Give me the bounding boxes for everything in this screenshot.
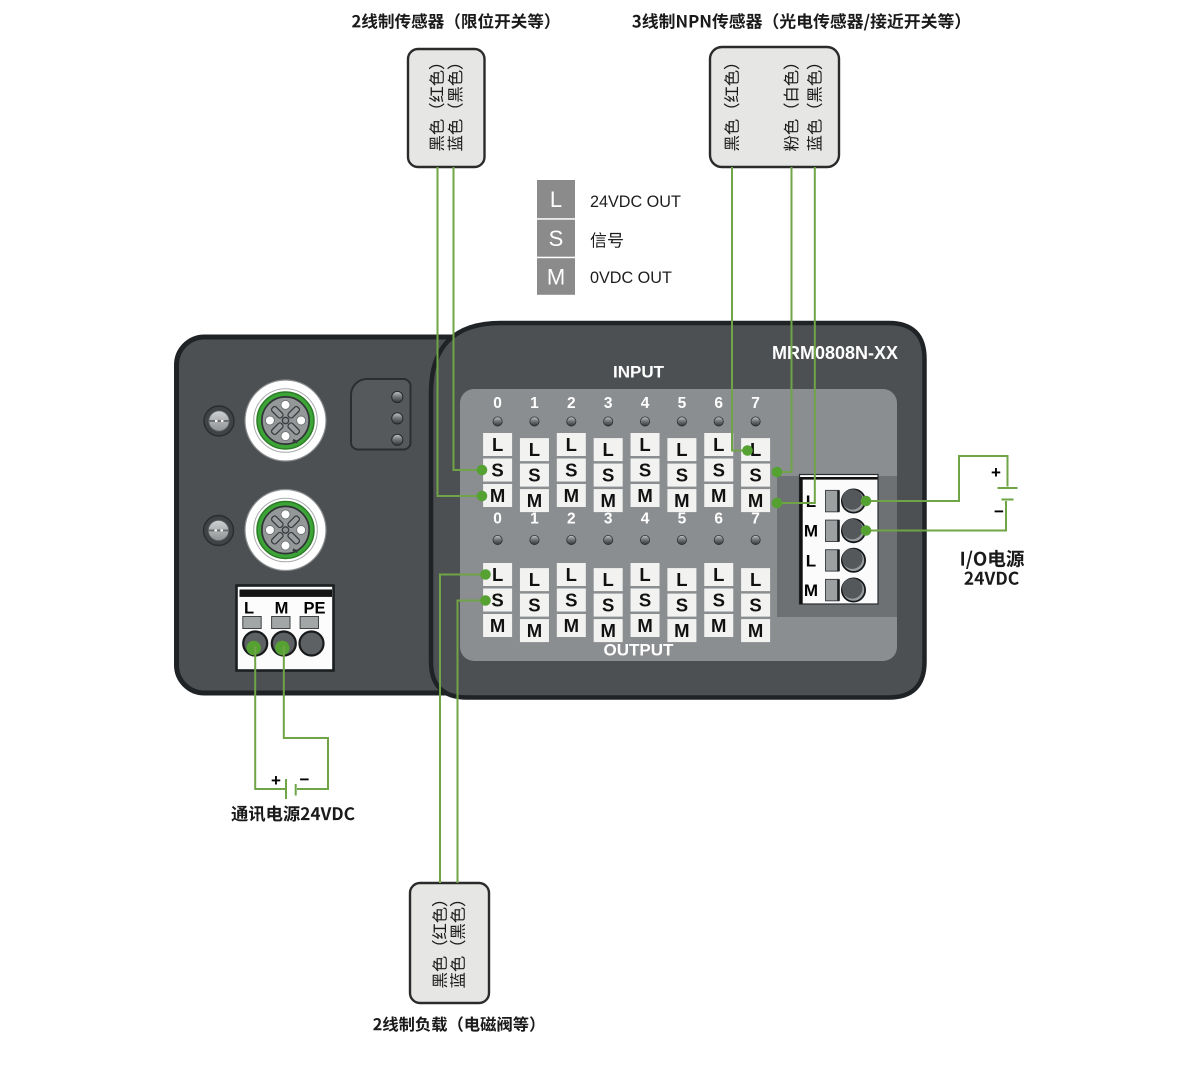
- svg-text:M: M: [637, 485, 652, 506]
- svg-text:5: 5: [678, 511, 687, 528]
- svg-text:S: S: [676, 595, 688, 616]
- svg-text:L: L: [806, 551, 816, 570]
- svg-text:M: M: [527, 620, 542, 641]
- svg-text:6: 6: [714, 395, 723, 412]
- svg-text:L: L: [566, 564, 577, 585]
- svg-text:4: 4: [641, 395, 650, 412]
- svg-text:M: M: [711, 485, 726, 506]
- svg-text:M: M: [275, 600, 289, 618]
- svg-text:L: L: [806, 492, 816, 511]
- svg-text:M: M: [748, 490, 763, 511]
- svg-text:L: L: [713, 434, 724, 455]
- svg-text:S: S: [602, 465, 614, 486]
- svg-text:1: 1: [530, 395, 539, 412]
- svg-text:MRM0808N-XX: MRM0808N-XX: [772, 343, 898, 363]
- svg-text:2: 2: [567, 395, 576, 412]
- svg-text:M: M: [804, 522, 818, 541]
- svg-text:7: 7: [751, 511, 760, 528]
- svg-text:S: S: [528, 595, 540, 616]
- svg-text:M: M: [490, 485, 505, 506]
- svg-text:L: L: [676, 569, 687, 590]
- svg-text:L: L: [529, 569, 540, 590]
- svg-text:S: S: [749, 595, 761, 616]
- svg-text:24VDC OUT: 24VDC OUT: [590, 193, 681, 211]
- svg-text:L: L: [639, 564, 650, 585]
- svg-text:L: L: [713, 564, 724, 585]
- svg-text:L: L: [244, 600, 254, 618]
- svg-text:M: M: [547, 265, 565, 290]
- svg-text:M: M: [711, 615, 726, 636]
- svg-text:+: +: [271, 771, 281, 790]
- svg-text:M: M: [674, 620, 689, 641]
- svg-text:M: M: [674, 490, 689, 511]
- svg-text:M: M: [804, 581, 818, 600]
- svg-text:0: 0: [493, 511, 502, 528]
- svg-text:S: S: [713, 590, 725, 611]
- svg-text:L: L: [750, 569, 761, 590]
- svg-text:4: 4: [641, 511, 650, 528]
- svg-text:−: −: [300, 770, 310, 789]
- svg-text:M: M: [564, 615, 579, 636]
- svg-text:S: S: [491, 590, 503, 611]
- svg-text:S: S: [565, 460, 577, 481]
- svg-text:INPUT: INPUT: [613, 363, 665, 382]
- svg-text:M: M: [564, 485, 579, 506]
- svg-text:S: S: [565, 590, 577, 611]
- svg-text:S: S: [713, 460, 725, 481]
- svg-text:1: 1: [530, 511, 539, 528]
- svg-text:+: +: [991, 463, 1001, 482]
- svg-text:S: S: [676, 465, 688, 486]
- svg-text:M: M: [600, 620, 615, 641]
- svg-text:S: S: [528, 465, 540, 486]
- svg-text:S: S: [549, 226, 564, 251]
- svg-text:M: M: [527, 490, 542, 511]
- svg-text:M: M: [490, 615, 505, 636]
- svg-text:0VDC OUT: 0VDC OUT: [590, 269, 672, 287]
- svg-text:0: 0: [493, 395, 502, 412]
- svg-text:M: M: [637, 615, 652, 636]
- svg-text:S: S: [639, 590, 651, 611]
- svg-text:5: 5: [678, 395, 687, 412]
- svg-text:S: S: [639, 460, 651, 481]
- svg-text:S: S: [749, 465, 761, 486]
- svg-text:M: M: [600, 490, 615, 511]
- svg-text:L: L: [603, 439, 614, 460]
- svg-text:L: L: [550, 187, 562, 212]
- svg-text:−: −: [994, 502, 1004, 521]
- svg-text:PE: PE: [303, 600, 325, 618]
- svg-text:L: L: [639, 434, 650, 455]
- svg-text:S: S: [602, 595, 614, 616]
- svg-text:7: 7: [751, 395, 760, 412]
- svg-text:M: M: [748, 620, 763, 641]
- svg-text:2: 2: [567, 511, 576, 528]
- svg-text:OUTPUT: OUTPUT: [604, 641, 675, 660]
- svg-text:6: 6: [714, 511, 723, 528]
- svg-text:L: L: [566, 434, 577, 455]
- svg-text:L: L: [676, 439, 687, 460]
- svg-text:L: L: [750, 439, 761, 460]
- svg-text:L: L: [492, 434, 503, 455]
- svg-text:L: L: [492, 564, 503, 585]
- svg-text:L: L: [529, 439, 540, 460]
- svg-text:L: L: [603, 569, 614, 590]
- svg-text:3: 3: [604, 511, 613, 528]
- svg-text:3: 3: [604, 395, 613, 412]
- svg-text:S: S: [491, 460, 503, 481]
